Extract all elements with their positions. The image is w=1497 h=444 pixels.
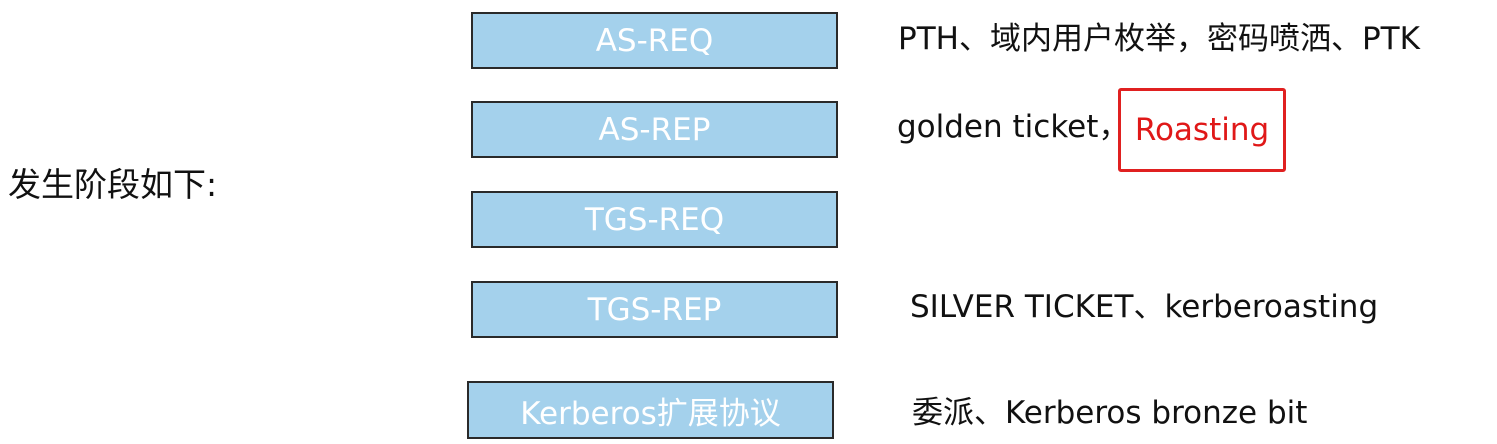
stage-tgs-req: TGS-REQ [471,191,838,248]
note-as-req: PTH、域内用户枚举，密码喷洒、PTK [898,21,1420,57]
stage-as-rep: AS-REP [471,101,838,158]
note-as-rep: golden ticket， [897,109,1130,145]
stage-tgs-rep: TGS-REP [471,281,838,338]
page-heading: 发生阶段如下: [8,165,218,204]
roasting-highlight-box: Roasting [1118,88,1286,172]
note-extension: 委派、Kerberos bronze bit [912,395,1308,431]
stage-as-req: AS-REQ [471,12,838,69]
note-tgs-rep: SILVER TICKET、kerberoasting [910,289,1379,325]
stage-kerberos-extension: Kerberos扩展协议 [467,381,834,439]
